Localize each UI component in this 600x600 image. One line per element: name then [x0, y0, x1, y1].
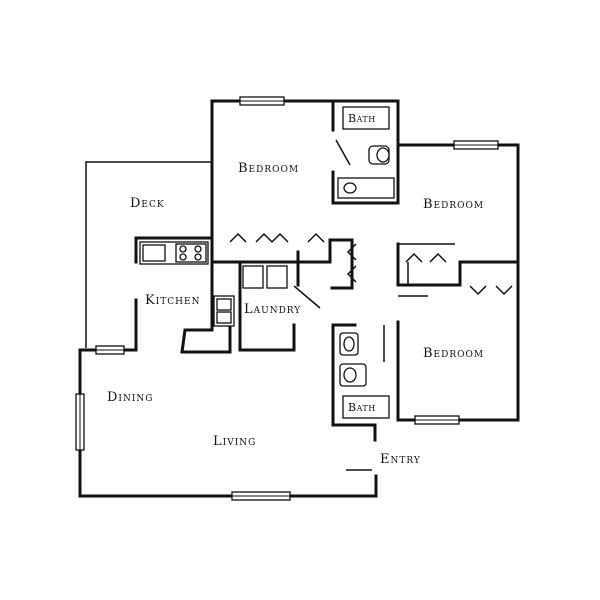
closet-door-hall-2: [346, 265, 357, 283]
living-label: Living: [213, 434, 256, 449]
bottom-bath-wall: [331, 323, 377, 442]
sink-basin-left: [216, 298, 232, 311]
sink-bowl-bottom: [343, 336, 355, 352]
window-deck-door: [95, 345, 125, 355]
bath-bottom-label: Bath: [348, 401, 376, 414]
bath-label-box-bottom: [342, 395, 390, 419]
burner-icon: [194, 245, 202, 253]
window-living: [231, 491, 291, 501]
deck-outline: [85, 161, 212, 348]
toilet-bowl-bottom: [343, 367, 357, 383]
dryer: [266, 265, 288, 289]
living-dining-perimeter-wall: [78, 348, 378, 498]
bath-top-label: Bath: [348, 112, 376, 125]
laundry-door-swing: [293, 285, 321, 309]
tub-drain-top: [343, 182, 357, 194]
dining-label: Dining: [107, 390, 153, 405]
closet-door-top-bedroom: [229, 232, 247, 243]
window-dining: [75, 393, 85, 451]
hall-closet-wall: [296, 238, 354, 290]
closet-door-hall-1: [346, 243, 357, 261]
closet-doors: [229, 232, 513, 296]
closet-door-bottom-bedroom: [469, 285, 487, 296]
closet-door-right-hall-2: [429, 252, 447, 263]
window-top-bedroom: [239, 96, 285, 106]
corridor-top-wall: [210, 250, 300, 264]
toilet-top-bath: [376, 147, 390, 163]
right-hall-closet-wall: [396, 242, 520, 287]
window-right-bedroom: [453, 140, 499, 150]
burner-icon: [179, 253, 187, 261]
laundry-label: Laundry: [244, 302, 301, 317]
closet-door-top-bedroom-2: [255, 232, 289, 244]
top-bath-door: [335, 139, 351, 166]
closet-door-top-bedroom-3: [307, 232, 325, 243]
kitchen-label: Kitchen: [145, 293, 200, 308]
kitchen-counter-wall: [180, 298, 232, 354]
laundry-wall: [238, 260, 296, 352]
bedroom-right-label: Bedroom: [423, 197, 484, 212]
top-bedroom-wall: [210, 99, 400, 254]
closet-door-bottom-bedroom-2: [495, 285, 513, 296]
room-labels: Deck Kitchen Laundry Dining Living Entry…: [107, 112, 484, 467]
top-bath-wall: [331, 99, 400, 205]
kitchen-sink-basin: [142, 244, 166, 262]
right-bedroom-wall: [396, 143, 520, 264]
kitchen-left-wall: [134, 236, 214, 264]
fixtures: [139, 106, 395, 419]
deck-label: Deck: [130, 196, 165, 211]
burner-icon: [194, 253, 202, 261]
windows: [75, 96, 499, 501]
bedroom-top-label: Bedroom: [238, 161, 299, 176]
kitchen-lower-left-wall: [123, 298, 138, 352]
closet-door-right-hall-1: [405, 252, 423, 263]
bath-label-box-top: [342, 106, 390, 130]
bedroom-bottom-label: Bedroom: [423, 346, 484, 361]
washer: [242, 265, 264, 289]
sink-basin-right: [216, 311, 232, 324]
burner-icon: [179, 245, 187, 253]
window-bottom-bedroom: [414, 415, 460, 425]
entry-label: Entry: [380, 452, 421, 467]
